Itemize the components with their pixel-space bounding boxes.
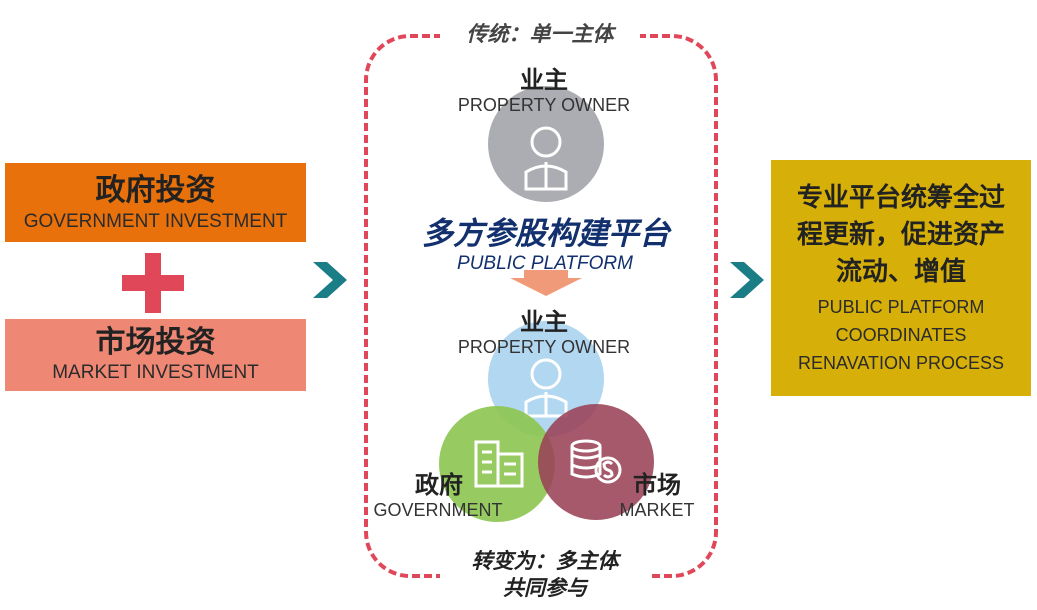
government-investment-zh: 政府投资	[95, 172, 216, 208]
result-zh-line2: 程更新，促进资产	[796, 219, 1005, 250]
result-en-line1: PUBLIC PLATFORM	[817, 296, 985, 317]
owner-bottom-en: PROPERTY OWNER	[457, 337, 631, 357]
market-investment-en: MARKET INVESTMENT	[52, 362, 259, 383]
result-zh-line3: 流动、增值	[835, 256, 966, 287]
market-investment-zh: 市场投资	[95, 325, 216, 360]
market-label-zh: 市场	[633, 471, 681, 499]
person-icon	[524, 126, 568, 191]
result-en-line2: COORDINATES	[835, 324, 967, 345]
top-caption: 传统：单一主体	[440, 19, 640, 49]
building-icon	[474, 440, 524, 488]
platform-title-en: PUBLIC PLATFORM	[457, 253, 633, 274]
market-label-en: MARKET	[619, 500, 695, 520]
person-icon	[524, 358, 568, 418]
owner-bottom-zh: 业主	[520, 308, 568, 336]
platform-title-zh: 多方参股构建平台	[422, 216, 670, 252]
result-en-line3: RENAVATION PROCESS	[797, 352, 1005, 373]
plus-icon	[122, 253, 184, 313]
coins-icon	[570, 439, 622, 484]
owner-top-zh: 业主	[520, 66, 568, 94]
market-investment-box: 市场投资 MARKET INVESTMENT	[5, 319, 306, 391]
government-investment-en: GOVERNMENT INVESTMENT	[23, 210, 288, 232]
center-diagram	[439, 86, 654, 522]
government-label-en: GOVERNMENT	[373, 500, 503, 520]
owner-top-en: PROPERTY OWNER	[457, 95, 631, 115]
market-circle	[538, 404, 654, 520]
bottom-caption-line2: 共同参与	[503, 576, 587, 600]
government-investment-box: 政府投资 GOVERNMENT INVESTMENT	[5, 163, 306, 242]
result-box: 专业平台统筹全过 程更新，促进资产 流动、增值 PUBLIC PLATFORM …	[771, 160, 1031, 396]
down-arrow-icon	[510, 270, 582, 296]
owner-circle-top	[488, 86, 604, 202]
chevron-right-icon	[730, 262, 764, 298]
result-zh-line1: 专业平台统筹全过	[796, 182, 1005, 213]
chevron-right-icon	[313, 262, 347, 298]
government-label-zh: 政府	[415, 471, 463, 499]
bottom-caption-line1: 转变为：多主体	[471, 549, 619, 573]
bottom-caption: 转变为：多主体 共同参与	[440, 548, 650, 602]
